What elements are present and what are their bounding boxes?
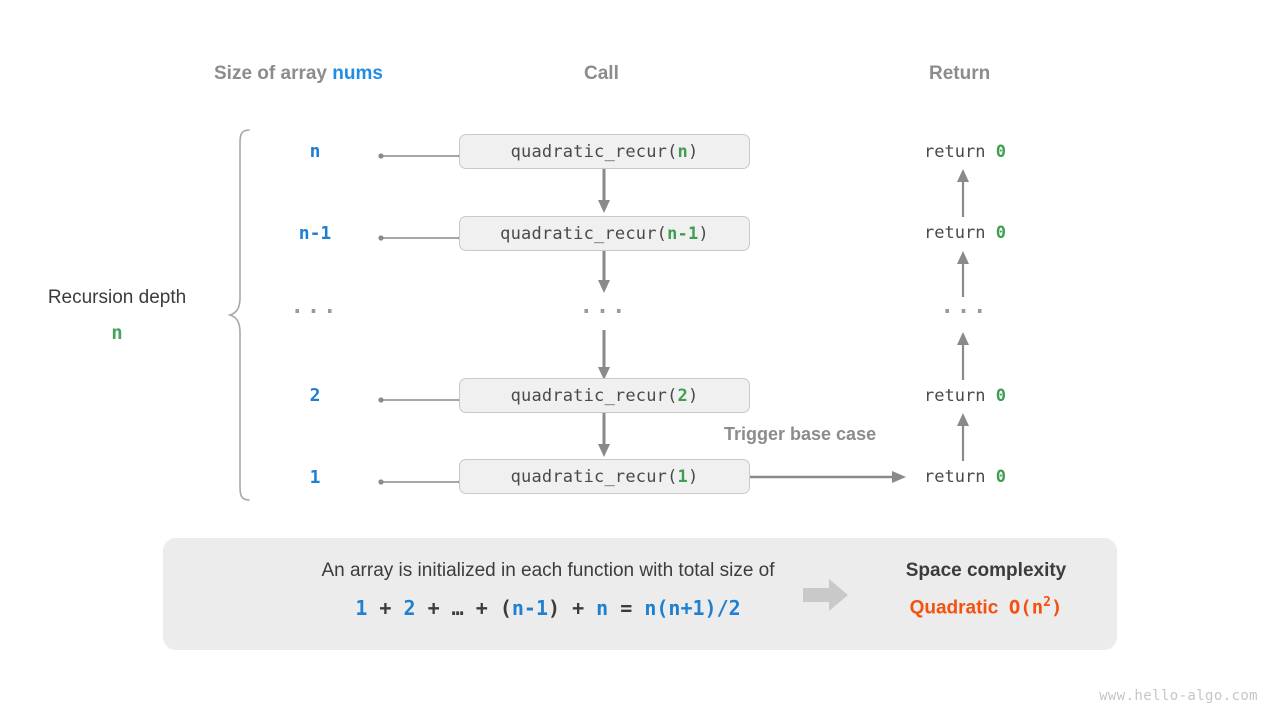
return-label-row-5: return	[924, 467, 996, 487]
call-box-row-2-prefix: quadratic_recur(	[500, 223, 668, 244]
return-arrow-4-to-ellipsis	[955, 330, 971, 385]
formula-equals: =	[608, 596, 645, 620]
column-header-return: Return	[929, 63, 991, 84]
trigger-base-case-label: Trigger base case	[724, 424, 877, 444]
call-box-row-4[interactable]: quadratic_recur(2)	[459, 378, 750, 413]
column-header-call: Call	[584, 63, 619, 84]
call-box-row-2-arg: n-1	[667, 223, 699, 244]
call-box-row-4-prefix: quadratic_recur(	[510, 385, 678, 406]
column-header-size-accent: nums	[332, 63, 383, 84]
return-number-row-4: 0	[995, 386, 1006, 406]
call-box-row-5-prefix: quadratic_recur(	[510, 466, 678, 487]
call-box-row-5[interactable]: quadratic_recur(1)	[459, 459, 750, 494]
complexity-value: Quadratic O(n2)	[870, 595, 1102, 619]
complexity-block: Space complexity Quadratic O(n2)	[870, 560, 1102, 619]
return-value-row-5: return 0	[880, 467, 1050, 487]
formula-op-1: +	[367, 596, 404, 620]
recursion-depth-label: Recursion depth	[47, 287, 187, 308]
formula-term-2: 2	[403, 596, 416, 620]
explanation-sentence: An array is initialized in each function…	[321, 560, 775, 581]
column-header-size-text: Size of array	[214, 63, 333, 84]
return-arrow-ellipsis-to-2	[955, 249, 971, 302]
explanation-panel	[163, 538, 1117, 650]
return-ellipsis: ...	[940, 294, 990, 319]
formula-ellipsis: …	[451, 596, 464, 620]
call-box-row-1-suffix: )	[687, 141, 699, 162]
return-arrow-5-to-4	[955, 411, 971, 466]
complexity-bigo-post: )	[1050, 596, 1063, 619]
size-ellipsis: ...	[290, 294, 340, 319]
call-box-row-1[interactable]: quadratic_recur(n)	[459, 134, 750, 169]
formula-term-5: n	[596, 596, 609, 620]
complexity-bigo-exponent: 2	[1043, 595, 1051, 610]
call-box-row-5-suffix: )	[687, 466, 699, 487]
formula-term-1: 1	[355, 596, 368, 620]
complexity-title: Space complexity	[905, 560, 1067, 581]
size-value-row-5: 1	[309, 467, 321, 488]
call-box-row-4-suffix: )	[687, 385, 699, 406]
formula-paren-close: )	[548, 596, 561, 620]
recursion-depth-value: n	[111, 322, 123, 344]
connector-line-row-1	[376, 147, 466, 159]
return-label-row-2: return	[924, 223, 996, 243]
return-value-row-1: return 0	[880, 142, 1050, 162]
call-box-row-1-prefix: quadratic_recur(	[510, 141, 678, 162]
return-number-row-1: 0	[995, 142, 1006, 162]
recursion-depth-brace	[227, 128, 258, 507]
arrow-right-icon	[803, 578, 849, 617]
explanation-formula: 1 + 2 + … + (n-1) + n = n(n+1)/2	[163, 596, 933, 620]
formula-op-4: +	[560, 596, 597, 620]
size-value-row-1: n	[309, 141, 321, 162]
call-box-row-1-arg: n	[677, 141, 688, 162]
size-value-row-2: n-1	[298, 223, 332, 244]
return-value-row-2: return 0	[880, 223, 1050, 243]
connector-line-row-2	[376, 229, 466, 241]
call-box-row-5-arg: 1	[677, 466, 688, 487]
return-value-row-4: return 0	[880, 386, 1050, 406]
watermark: www.hello-algo.com	[1099, 688, 1258, 704]
column-header-size: Size of array nums	[214, 63, 383, 85]
return-number-row-2: 0	[995, 223, 1006, 243]
call-ellipsis: ...	[579, 294, 629, 319]
call-arrow-4-to-5	[596, 413, 612, 464]
return-label-row-4: return	[924, 386, 996, 406]
call-arrow-2-to-ellipsis	[596, 251, 612, 300]
connector-line-row-5	[376, 473, 466, 485]
return-label-row-1: return	[924, 142, 996, 162]
return-number-row-5: 0	[995, 467, 1006, 487]
formula-op-2: +	[415, 596, 452, 620]
formula-op-3: +	[463, 596, 500, 620]
call-arrow-1-to-2	[596, 169, 612, 220]
size-value-row-4: 2	[309, 385, 321, 406]
call-arrow-ellipsis-to-4	[596, 330, 612, 387]
complexity-name: Quadratic	[909, 597, 999, 619]
formula-result: n(n+1)/2	[644, 596, 741, 620]
base-case-arrow	[750, 470, 908, 489]
explanation-text-block: An array is initialized in each function…	[163, 560, 933, 620]
call-box-row-2[interactable]: quadratic_recur(n-1)	[459, 216, 750, 251]
formula-term-4: n-1	[511, 596, 548, 620]
call-box-row-4-arg: 2	[677, 385, 688, 406]
connector-line-row-4	[376, 391, 466, 403]
complexity-bigo-pre: O(n	[1008, 596, 1044, 619]
call-box-row-2-suffix: )	[698, 223, 709, 244]
formula-paren-open: (	[499, 596, 512, 620]
return-arrow-2-to-1	[955, 167, 971, 222]
